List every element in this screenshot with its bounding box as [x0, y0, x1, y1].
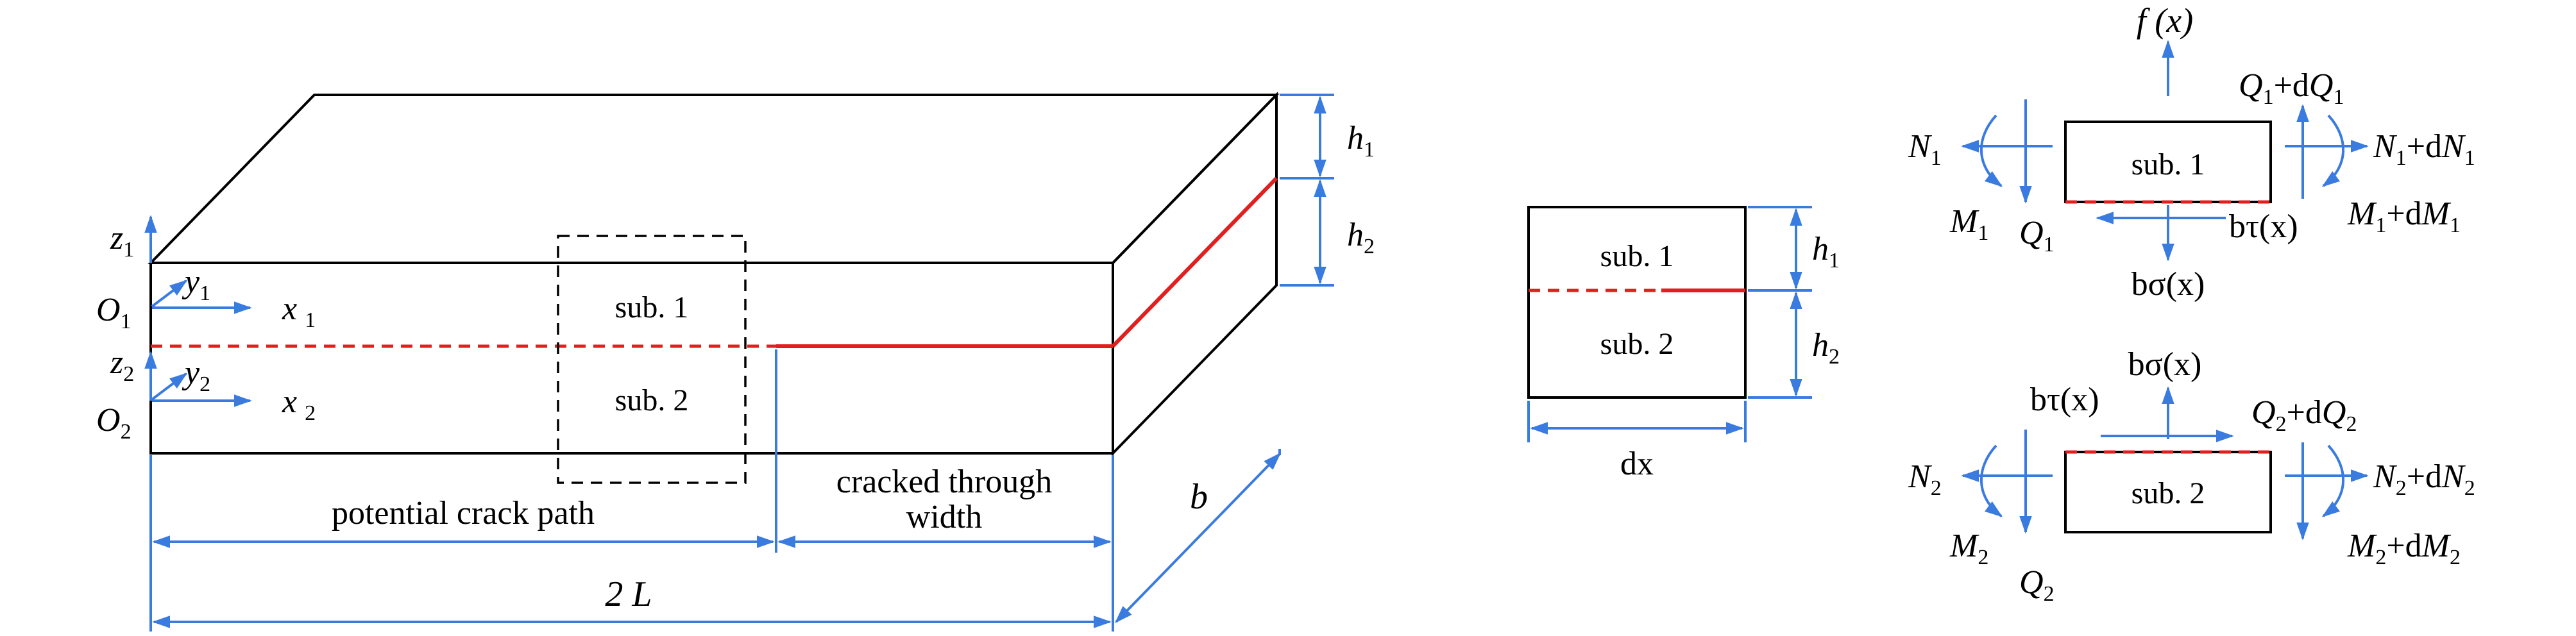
el-h1-label: h1	[1812, 231, 1840, 272]
cracked-through-label: cracked through	[836, 464, 1052, 500]
fbd2-Q2-label: Q2	[2019, 564, 2055, 606]
y1-label: y1	[182, 264, 210, 305]
fbd2-M2dM2-arrow	[2321, 444, 2344, 517]
fbd1-M1-label: M1	[1949, 203, 1988, 245]
fbd2-bsigma-label: bσ(x)	[2128, 346, 2202, 383]
fbd2-M2-label: M2	[1949, 528, 1988, 569]
fbd-sub1: sub. 1 f (x) N1 M1 Q1 Q1+dQ1 N1+dN1 M1+d…	[1908, 1, 2475, 303]
element-box	[1527, 206, 1747, 399]
fbd1-M1dM1-arrow	[2321, 114, 2344, 187]
fbd1-f-label: f (x)	[2137, 1, 2193, 40]
element-sub1-label: sub. 1	[1600, 239, 1674, 273]
O2-label: O2	[96, 402, 131, 444]
beam-side-face	[1112, 92, 1278, 456]
fbd1-N1-label: N1	[1908, 128, 1942, 170]
sub1-label: sub. 1	[615, 290, 689, 324]
fbd1-M1dM1-label: M1+dM1	[2347, 196, 2461, 237]
element-sub2-label: sub. 2	[1600, 327, 1674, 361]
fbd-sub2: sub. 2 bσ(x) bτ(x) N2 M2 Q2 Q2+dQ2 N2+dN…	[1908, 346, 2475, 606]
fbd2-N2-label: N2	[1908, 458, 1942, 500]
fbd1-M1-arrow	[1980, 114, 2003, 187]
element-dx: sub. 1 sub. 2 h1 h2 dx	[1527, 206, 1840, 482]
fbd2-N2dN2-label: N2+dN2	[2373, 458, 2475, 500]
O1-label: O1	[96, 292, 131, 333]
beam-top-face	[148, 94, 1280, 264]
b-label: b	[1190, 477, 1208, 517]
beam-3d: sub. 1 sub. 2	[148, 92, 1280, 484]
z1-label: z1	[110, 220, 134, 262]
fbd1-Q1dQ1-label: Q1+dQ1	[2239, 67, 2344, 109]
y1-axis	[151, 280, 188, 308]
potential-crack-path-label: potential crack path	[332, 495, 595, 531]
y2-label: y2	[182, 355, 210, 396]
el-h2-label: h2	[1812, 327, 1840, 369]
2L-label: 2 L	[605, 574, 652, 614]
fbd1-btau-label: bτ(x)	[2229, 208, 2298, 245]
fbd2-Q2dQ2-label: Q2+dQ2	[2251, 394, 2357, 436]
height-dimensions: h1 h2	[1280, 94, 1375, 287]
crack-side-line	[1111, 176, 1278, 348]
element-selection-box	[557, 235, 747, 484]
fbd1-Q1-label: Q1	[2019, 215, 2055, 256]
fbd1-N1dN1-label: N1+dN1	[2373, 128, 2475, 170]
fbd2-M2-arrow	[1980, 444, 2003, 517]
width-label: width	[906, 499, 982, 535]
length-dimensions: potential crack path cracked through wid…	[149, 349, 1281, 632]
dim-b-arrow	[1115, 452, 1281, 624]
fbd1-bsigma-label: bσ(x)	[2131, 266, 2205, 303]
sub2-label: sub. 2	[615, 383, 689, 417]
y2-axis	[151, 372, 188, 401]
fbd1-sub-label: sub. 1	[2131, 147, 2205, 181]
fbd2-sub-label: sub. 2	[2131, 476, 2205, 510]
fbd2-btau-label: bτ(x)	[2030, 381, 2099, 418]
dx-label: dx	[1620, 446, 1654, 482]
z2-label: z2	[110, 344, 134, 386]
fbd2-M2dM2-label: M2+dM2	[2347, 528, 2461, 569]
main-h2-label: h2	[1347, 217, 1375, 258]
main-h1-label: h1	[1347, 120, 1375, 162]
